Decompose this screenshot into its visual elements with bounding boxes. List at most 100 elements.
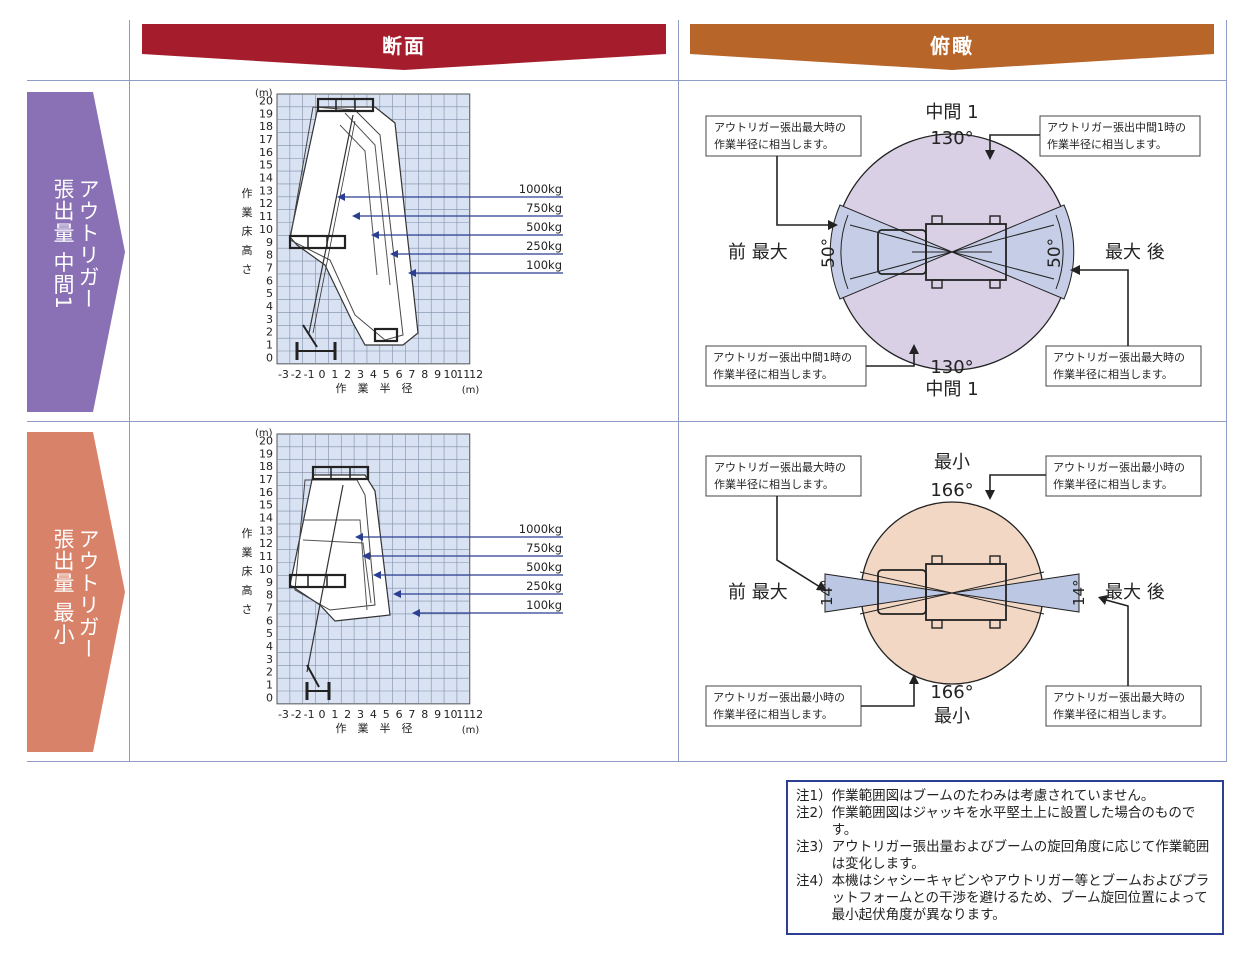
y-tick-label: 15 — [259, 499, 273, 512]
y-tick-label: 0 — [266, 691, 273, 704]
y-tick-label: 12 — [259, 537, 273, 550]
y-tick-label: 10 — [259, 563, 273, 576]
boom-line — [308, 114, 354, 334]
x-tick-label: 4 — [370, 708, 377, 721]
load-arrow-head — [355, 533, 363, 541]
y-tick-label: 15 — [259, 159, 273, 172]
y-unit-label: (m) — [255, 88, 273, 99]
x-tick-label: 8 — [421, 368, 428, 381]
x-tick-label: 1 — [331, 708, 338, 721]
x-title-char: 径 — [402, 382, 413, 395]
truck-outline — [849, 215, 1055, 289]
side-angle-rear: 14° — [1070, 579, 1088, 606]
y-tick-label: 3 — [266, 653, 273, 666]
info-box-br-line1: アウトリガー張出最大時の — [1053, 690, 1185, 704]
x-tick-label: 11 — [456, 708, 470, 721]
note-label: 注2） — [796, 805, 832, 821]
note-label: 注1） — [796, 788, 832, 804]
y-tick-label: 10 — [259, 223, 273, 236]
platform-top — [316, 97, 375, 113]
top-angle: 130° — [930, 128, 973, 149]
x-title-char: 半 — [380, 381, 391, 395]
note-text: 作業範囲図はブームのたわみは考慮されていません。 — [831, 788, 1155, 804]
load-arrow-head — [373, 571, 381, 579]
y-title-char: さ — [242, 263, 253, 276]
info-box-tr-line1: アウトリガー張出最小時の — [1053, 460, 1185, 474]
x-tick-label: -3 — [278, 708, 289, 721]
overhead-view-row2: 最小 166° 166° 最小 前 最大 最大 後 14° 14° アウトリガー… — [705, 452, 1202, 727]
platform-mid — [288, 234, 347, 250]
x-title-char: 業 — [358, 382, 369, 395]
x-title-char: 作 — [336, 722, 347, 735]
x-tick-label: 12 — [469, 368, 483, 381]
x-tick-label: -2 — [291, 368, 302, 381]
x-title-char: 作 — [336, 382, 347, 395]
rear-label: 最大 後 — [1105, 582, 1165, 603]
info-box-tr: アウトリガー張出中間1時の 作業半径に相当します。 — [1039, 115, 1201, 157]
note-item: 注2） 作業範囲図はジャッキを水平堅土上に設置した場合のものです。 — [796, 805, 1214, 839]
load-label: 750kg — [526, 541, 562, 555]
info-box-bl-line2: 作業半径に相当します。 — [713, 707, 833, 721]
load-arrow-head — [362, 552, 370, 560]
table-border-v3 — [1226, 20, 1227, 762]
front-label: 前 最大 — [728, 582, 788, 603]
y-tick-label: 11 — [259, 210, 273, 223]
x-unit-label: (m) — [462, 385, 480, 396]
load-label: 250kg — [526, 579, 562, 593]
note-text: アウトリガー張出量およびブームの旋回角度に応じて作業範囲は変化します。 — [831, 839, 1210, 872]
load-arrow-head — [393, 590, 401, 598]
y-tick-label: 14 — [259, 172, 273, 185]
bottom-angle: 166° — [930, 682, 973, 703]
top-label: 中間 1 — [925, 102, 978, 123]
side-angle-rear: 50° — [1045, 238, 1065, 268]
front-label: 前 最大 — [728, 242, 788, 263]
y-tick-label: 5 — [266, 627, 273, 640]
y-tick-label: 20 — [259, 94, 273, 107]
row1-label-col1: アウトリガー — [76, 178, 100, 310]
info-box-br-line2: 作業半径に相当します。 — [1053, 707, 1173, 721]
y-tick-label: 1 — [266, 339, 273, 352]
y-tick-label: 6 — [266, 274, 273, 287]
y-tick-label: 2 — [266, 326, 273, 339]
info-box-br-line1: アウトリガー張出最大時の — [1053, 350, 1185, 364]
y-tick-label: 7 — [266, 601, 273, 614]
y-title-char: 床 — [242, 564, 253, 578]
top-label: 最小 — [934, 452, 970, 473]
load-label: 1000kg — [519, 522, 562, 536]
table-border-v2 — [678, 20, 679, 762]
bottom-label: 中間 1 — [925, 379, 978, 400]
x-tick-label: 6 — [396, 368, 403, 381]
load-label: 1000kg — [519, 182, 562, 196]
y-tick-label: 6 — [266, 614, 273, 627]
front-sector — [829, 204, 954, 300]
x-tick-label: -3 — [278, 368, 289, 381]
info-box-tl: アウトリガー張出最大時の 作業半径に相当します。 — [705, 455, 862, 497]
x-tick-label: -2 — [291, 708, 302, 721]
load-arrow-head — [352, 212, 360, 220]
header-overhead: 俯瞰 — [690, 24, 1214, 70]
note-item: 注1） 作業範囲図はブームのたわみは考慮されていません。 — [796, 788, 1214, 805]
x-tick-label: 10 — [443, 368, 457, 381]
callout-arrows — [776, 134, 1129, 367]
info-box-tl-line1: アウトリガー張出最大時の — [714, 460, 846, 474]
x-title-char: 半 — [380, 721, 391, 735]
load-label: 750kg — [526, 201, 562, 215]
x-tick-label: -1 — [304, 708, 315, 721]
header-overhead-label: 俯瞰 — [930, 34, 974, 58]
rear-sector — [951, 573, 1080, 613]
y-tick-label: 19 — [259, 447, 273, 460]
load-arrow-head — [408, 269, 416, 277]
platform-low — [373, 327, 399, 343]
x-title-char: 径 — [402, 722, 413, 735]
info-box-bl-line1: アウトリガー張出最小時の — [713, 690, 845, 704]
x-tick-label: 7 — [408, 368, 415, 381]
y-tick-label: 17 — [259, 133, 273, 146]
info-box-tl-line2: 作業半径に相当します。 — [714, 477, 834, 491]
note-item: 注4） 本機はシャシーキャビンやアウトリガー等とブームおよびプラットフォームとの… — [796, 873, 1214, 924]
table-border-v1 — [129, 20, 130, 762]
y-title-char: 高 — [242, 243, 253, 257]
y-tick-label: 7 — [266, 261, 273, 274]
y-tick-label: 18 — [259, 120, 273, 133]
